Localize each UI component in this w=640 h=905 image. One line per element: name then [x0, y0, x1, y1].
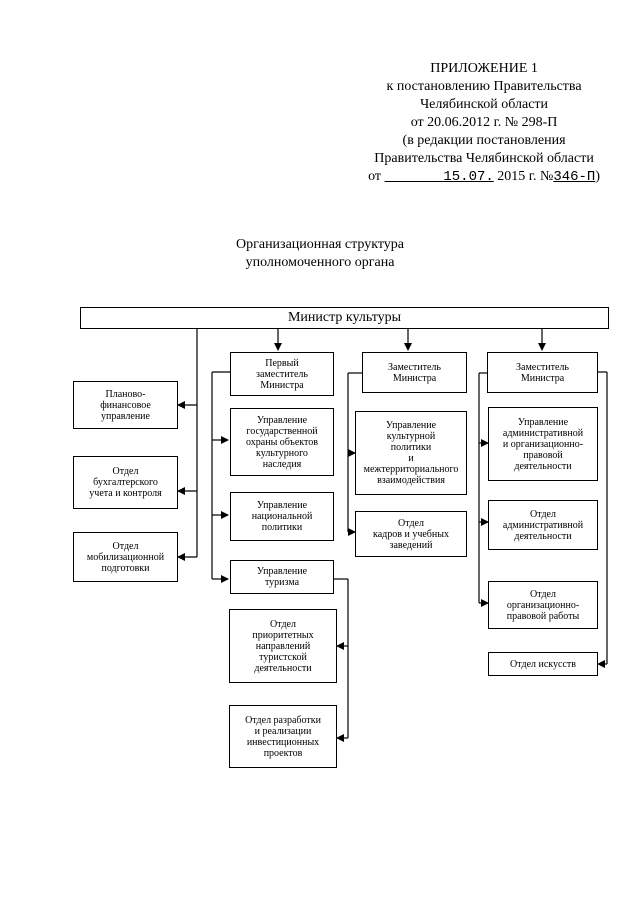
priority-tourism-box: Отдел приоритетных направлений туристско…: [229, 609, 337, 683]
planning-finance-box: Планово- финансовое управление: [73, 381, 178, 429]
cultural-policy-box: Управление культурной политики и межтерр…: [355, 411, 467, 495]
admin-directorate-box: Управление административной и организаци…: [488, 407, 598, 481]
deputy-minister-box-2: Заместитель Министра: [362, 352, 467, 393]
appendix-line: (в редакции постановления: [402, 133, 566, 148]
admin-dept-box: Отдел административной деятельности: [488, 500, 598, 550]
date-field: 15.07.: [443, 169, 494, 185]
legal-dept-box: Отдел организационно- правовой работы: [488, 581, 598, 629]
appendix-date-line: от 15.07. 2015 г. №346-П): [368, 169, 600, 185]
appendix-line: к постановлению Правительства: [386, 79, 582, 94]
appendix-line: от 20.06.2012 г. № 298-П: [410, 115, 558, 130]
appendix-title: ПРИЛОЖЕНИЕ 1: [430, 61, 538, 76]
personnel-box: Отдел кадров и учебных заведений: [355, 511, 467, 557]
appendix-line: Челябинской области: [420, 97, 549, 112]
first-deputy-box: Первый заместитель Министра: [230, 352, 334, 396]
investment-projects-box: Отдел разработки и реализации инвестицио…: [229, 705, 337, 768]
national-policy-box: Управление национальной политики: [230, 492, 334, 541]
minister-box: Министр культуры: [80, 307, 609, 329]
deputy-minister-box-3: Заместитель Министра: [487, 352, 598, 393]
tourism-directorate-box: Управление туризма: [230, 560, 334, 594]
diagram-title: Организационная структура уполномоченног…: [236, 237, 404, 270]
accounting-box: Отдел бухгалтерского учета и контроля: [73, 456, 178, 509]
appendix-header: ПРИЛОЖЕНИЕ 1 к постановлению Правительст…: [368, 60, 600, 186]
arts-dept-box: Отдел искусств: [488, 652, 598, 676]
number-field: 346-П: [553, 169, 596, 185]
heritage-directorate-box: Управление государственной охраны объект…: [230, 408, 334, 476]
mobilization-box: Отдел мобилизационной подготовки: [73, 532, 178, 582]
appendix-line: Правительства Челябинской области: [374, 151, 594, 166]
